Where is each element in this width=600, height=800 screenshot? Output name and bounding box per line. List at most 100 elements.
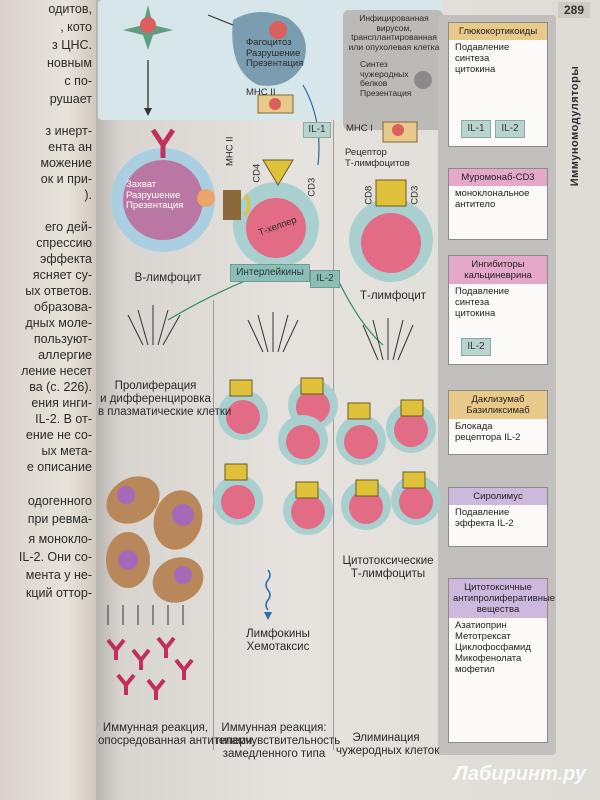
drug-description: Подавление синтеза цитокина: [455, 286, 510, 319]
infected-cell-panel: [343, 10, 443, 130]
t-lymphocyte-icon: [349, 179, 433, 282]
il2-tag: IL-2: [310, 270, 340, 288]
left-page-line: дных моле-: [25, 316, 92, 330]
il1-tag: IL-1: [303, 122, 331, 138]
left-page-line: ясняет су-: [32, 268, 92, 282]
left-page-line: з ЦНС.: [52, 38, 92, 52]
left-page-line: ента ан: [48, 140, 92, 154]
fan-arrows-1: [127, 305, 181, 346]
mhc2-top-label: MHC II: [246, 87, 276, 98]
cd3-label-a: CD3: [306, 177, 318, 197]
bcell-inner-label: Захват Разрушение Презентация: [126, 179, 184, 211]
left-page-line: ок и при-: [40, 172, 92, 186]
plasma-cells-icon: [106, 476, 204, 603]
drug-description: Азатиоприн Метотрексат Циклофосфамид Мик…: [455, 620, 531, 675]
left-page-line: ых ответов.: [25, 284, 92, 298]
drug-description: моноклональное антитело: [455, 188, 530, 210]
left-page-line: рушает: [49, 92, 92, 106]
drug-title: Ингибиторы кальциневрина: [449, 256, 547, 284]
col1-bottom-label: Иммунная реакция, опосредованная антител…: [98, 722, 253, 747]
infected-cell-label: Инфицированная вирусом, tрансплантирован…: [348, 13, 440, 52]
antibody-arrows: [107, 605, 184, 625]
fan-arrows-2: [247, 312, 299, 353]
infected-cell-icon: [414, 71, 432, 89]
left-page-line: IL-2. В от-: [35, 412, 92, 426]
page-number: 289: [557, 2, 590, 18]
left-page-line: ва (с. 226).: [29, 380, 92, 394]
left-page-line: , кото: [60, 20, 92, 34]
b-lymphocyte-icon: [111, 128, 215, 252]
antigen-star-icon: [123, 5, 173, 50]
left-page-line: з инерт-: [45, 124, 92, 138]
cd4-label: CD4: [251, 163, 263, 183]
cd8-label: CD8: [363, 185, 375, 205]
fan-arrows-3: [362, 318, 414, 361]
cytokine-chip: IL-2: [495, 120, 525, 138]
left-page-line: эффекта: [39, 252, 92, 266]
left-page-line: одогенного: [27, 494, 92, 508]
interleukins-tag: Интерлейкины: [230, 264, 310, 282]
t-helper-icon: [223, 159, 319, 268]
left-page-line: можение: [40, 156, 92, 170]
drug-box: Цитотоксичные антипролиферативные вещест…: [448, 578, 555, 743]
drug-description: Подавление эффекта IL-2: [455, 507, 514, 529]
left-page-line: пользуют-: [33, 332, 92, 346]
phagocyte-icon: [232, 11, 306, 86]
lymphokines-label: Лимфокины Хемотаксис: [246, 628, 310, 653]
left-page-line: одитов,: [48, 2, 92, 16]
left-page-line: образова-: [33, 300, 92, 314]
left-page-line: ения инги-: [31, 396, 92, 410]
left-page-line: е описание: [26, 460, 92, 474]
right-page: 289 Иммуномодуляторы: [96, 0, 600, 800]
left-page-line: с по-: [64, 74, 92, 88]
drug-title: Муромонаб-CD3: [449, 169, 547, 186]
left-page-line: спрессию: [36, 236, 92, 250]
left-page-line: IL-2. Они со-: [18, 550, 92, 564]
drug-description: Подавление синтеза цитокина: [455, 42, 510, 75]
drug-title: Цитотоксичные антипролиферативные вещест…: [449, 579, 555, 618]
left-page-line: аллергие: [38, 348, 92, 362]
synthesis-label: Синтез чужеродных белков Презентация: [360, 59, 412, 98]
cytotoxic-label: Цитотоксические Т-лимфоциты: [342, 555, 434, 580]
divider-2: [333, 120, 334, 750]
left-page-line: ых мета-: [41, 444, 92, 458]
arrow-head: [144, 108, 152, 116]
left-page-line: я моноклo-: [28, 532, 92, 546]
cd3-label-b: CD3: [409, 185, 421, 205]
tcell-label: Т-лимфоцит: [359, 290, 427, 302]
drug-box: Муромонаб-CD3 моноклональное антитело: [448, 168, 548, 240]
diagram-art: [106, 5, 441, 700]
immune-diagram: Фагоцитоз Разрушение Презентация MHC II …: [98, 0, 558, 760]
cytokine-chip: IL-1: [461, 120, 491, 138]
lymphokine-wave-icon: [265, 569, 271, 611]
proliferation-label: Пролиферация и дифференцировка в плазмат…: [98, 380, 232, 418]
left-page-line: ).: [84, 188, 92, 202]
divider-1: [213, 300, 214, 750]
t-cell-cluster-2: [336, 399, 441, 530]
drug-title: Даклизумаб Базиликсимаб: [449, 391, 547, 419]
left-page-line: его дей-: [44, 220, 92, 234]
mhc2-left-label: MHC II: [224, 136, 236, 167]
chapter-title: Иммуномодуляторы: [569, 65, 581, 187]
bcell-label: B-лимфоцит: [134, 272, 202, 284]
t-cell-cluster-1: [213, 377, 338, 535]
antibody-icons: [106, 636, 194, 700]
drug-title: Сиролимус: [449, 488, 547, 505]
mhc1-label: MHC I: [346, 123, 373, 134]
left-page-line: ение не со-: [25, 428, 92, 442]
left-page-line: ление несет: [21, 364, 92, 378]
phagocyte-label: Фагоцитоз Разрушение Презентация: [246, 37, 304, 69]
receptor-label: Рецептор Т-лимфоцитов: [345, 147, 410, 169]
cytokine-chip: IL-2: [461, 338, 491, 356]
col3-bottom-label: Элиминация чужеродных клеток: [336, 732, 440, 757]
col2-bottom-label: Иммунная реакция: гиперчувствительность …: [216, 722, 341, 760]
drug-title: Глюкокортикоиды: [449, 23, 547, 40]
left-page-line: новным: [47, 56, 92, 70]
watermark-logo: Лабиринт.ру: [453, 763, 586, 785]
drug-description: Блокада рецептора IL-2: [455, 421, 521, 443]
left-page-line: при ревма-: [27, 512, 92, 526]
